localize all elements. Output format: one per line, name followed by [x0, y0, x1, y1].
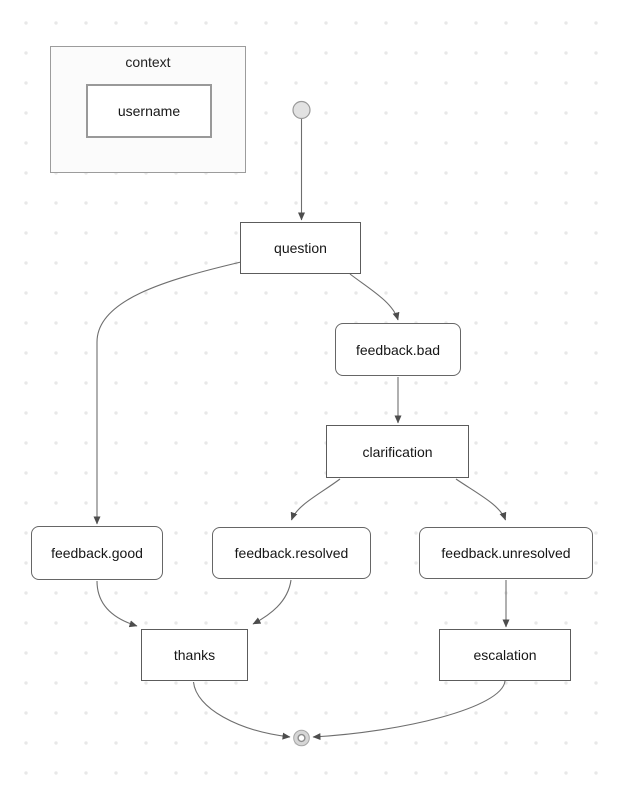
node-question: question	[240, 222, 361, 274]
context-frame-title: context	[125, 54, 171, 70]
node-thanks: thanks	[141, 629, 248, 681]
node-username-label: username	[117, 103, 181, 119]
edge-clarification-to-feedback-resolved	[290, 478, 341, 521]
node-feedback-bad-label: feedback.bad	[355, 341, 441, 358]
edge-thanks-to-end	[192, 681, 291, 740]
context-frame: context username	[50, 46, 246, 173]
end-node	[293, 729, 310, 747]
node-clarification: clarification	[326, 425, 469, 478]
node-username: username	[86, 84, 212, 138]
node-feedback-resolved: feedback.resolved	[212, 527, 371, 579]
edge-question-to-feedback-good	[93, 261, 242, 525]
edge-question-to-feedback-bad	[349, 273, 400, 321]
node-feedback-unresolved: feedback.unresolved	[419, 527, 593, 579]
node-feedback-good-label: feedback.good	[51, 545, 143, 561]
node-thanks-label: thanks	[173, 647, 216, 663]
edge-feedback-resolved-to-thanks	[252, 579, 292, 625]
node-escalation-label: escalation	[473, 647, 537, 663]
edge-escalation-to-end	[312, 680, 506, 741]
node-feedback-good: feedback.good	[31, 526, 163, 580]
node-feedback-resolved-label: feedback.resolved	[234, 545, 349, 561]
edge-feedback-good-to-thanks	[96, 580, 138, 628]
node-feedback-bad: feedback.bad	[335, 323, 461, 376]
node-question-label: question	[274, 240, 327, 256]
node-clarification-label: clarification	[362, 443, 433, 460]
node-escalation: escalation	[439, 629, 571, 681]
node-feedback-unresolved-label: feedback.unresolved	[441, 545, 571, 561]
edge-clarification-to-feedback-unresolved	[455, 478, 507, 521]
start-node	[292, 100, 311, 120]
